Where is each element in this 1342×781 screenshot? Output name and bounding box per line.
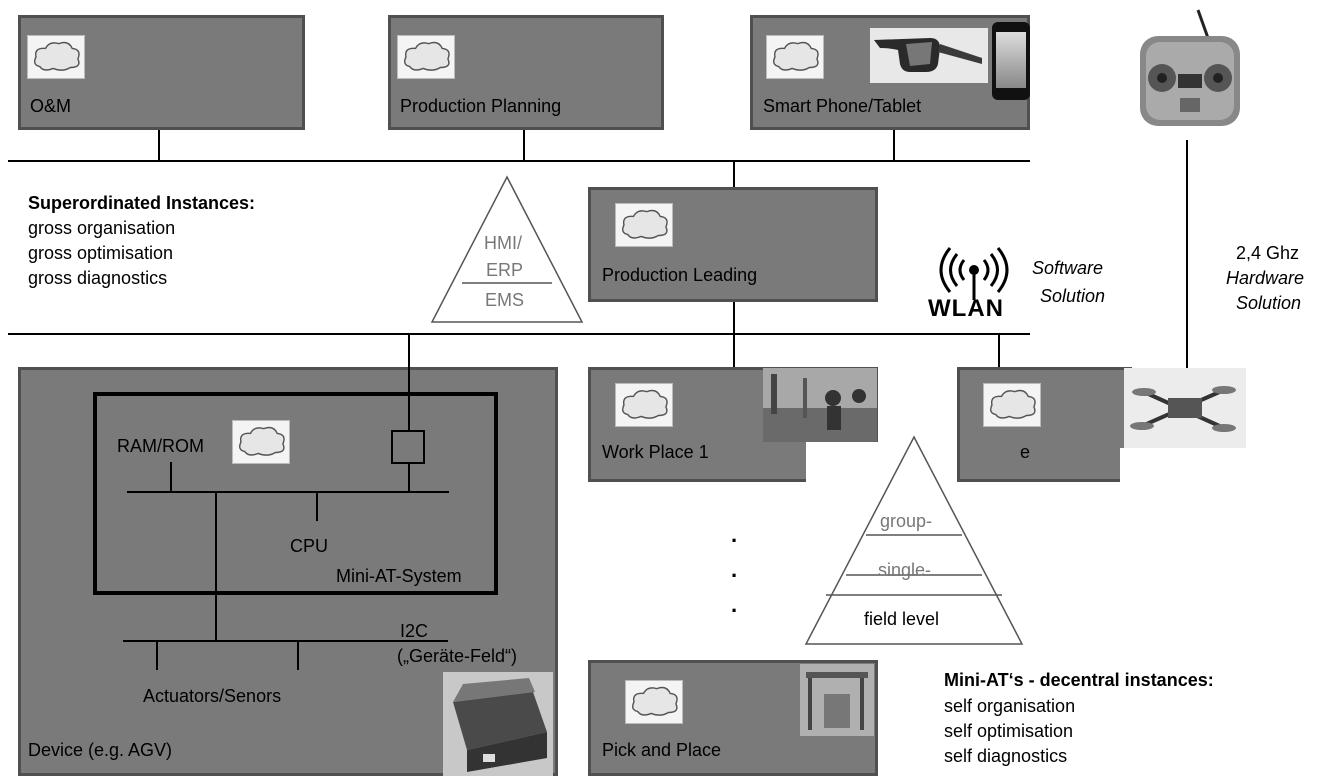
partial-box-label: e [1020, 442, 1031, 462]
superordinated-line-1: gross organisation [28, 218, 176, 238]
internal-bus [127, 491, 449, 493]
drone-image [1124, 368, 1246, 448]
workplace-connector [733, 335, 735, 367]
cpu-connector [316, 493, 318, 521]
software-label: Software [1032, 258, 1104, 278]
hardware-label: Hardware [1226, 268, 1305, 288]
radio-controller-image [1130, 8, 1250, 136]
cloud-icon [766, 35, 824, 79]
wlan-icon [939, 247, 1009, 300]
smartphone-connector [893, 130, 895, 160]
white-overlay-2 [1120, 448, 1250, 488]
drone-box-connector [998, 335, 1000, 367]
om-label: O&M [30, 96, 72, 116]
middle-bus-line [8, 333, 1030, 335]
actuator-connector-2 [297, 642, 299, 670]
cloud-icon [615, 383, 673, 427]
cloud-icon [232, 420, 290, 464]
actuator-connector-1 [156, 642, 158, 670]
ellipsis-dot-3: . [731, 592, 738, 617]
production-planning-label: Production Planning [400, 96, 562, 116]
network-interface-square [391, 430, 425, 464]
workplace-image [763, 368, 877, 442]
pyramid-erp: ERP [486, 260, 524, 280]
ram-rom-label: RAM/ROM [117, 436, 204, 456]
i2c-label: I2C [400, 621, 429, 641]
mini-at-line-2: self optimisation [944, 721, 1074, 741]
cpu-label: CPU [290, 536, 329, 556]
geraete-feld-label: („Geräte-Feld“) [397, 646, 518, 666]
smartphone-label: Smart Phone/Tablet [763, 96, 922, 116]
om-connector [158, 130, 160, 160]
top-bus-line [8, 160, 1030, 162]
actuators-label: Actuators/Senors [143, 686, 282, 706]
pyramid-ems: EMS [485, 290, 525, 310]
mini-at-heading: Mini-AT‘s - decentral instances: [944, 670, 1214, 690]
superordinated-line-3: gross diagnostics [28, 268, 168, 288]
agv-image [443, 672, 553, 776]
wlan-logo-text: WLAN [928, 295, 1004, 322]
pyramid-single-level: single- [878, 560, 932, 580]
smartphone-image [992, 22, 1030, 100]
radio-connector [1186, 140, 1188, 368]
superordinated-line-2: gross optimisation [28, 243, 174, 263]
workplace1-label: Work Place 1 [602, 442, 709, 462]
bus-to-i2c [215, 493, 217, 641]
ram-connector [170, 462, 172, 491]
device-connector [408, 335, 410, 430]
ellipsis-dot-1: . [731, 522, 738, 547]
mini-at-system-label: Mini-AT-System [336, 566, 462, 586]
cloud-icon [983, 383, 1041, 427]
production-leading-label: Production Leading [602, 265, 758, 285]
radio-frequency-label: 2,4 Ghz [1236, 243, 1300, 263]
planning-connector [523, 130, 525, 160]
software-solution-label: Solution [1040, 286, 1106, 306]
cloud-icon [615, 203, 673, 247]
superordinated-heading: Superordinated Instances: [28, 193, 256, 213]
white-overlay-1 [806, 442, 880, 486]
bottom-pyramid [804, 435, 1024, 645]
pyramid-group-level: group- [880, 511, 933, 531]
device-label: Device (e.g. AGV) [28, 740, 173, 760]
cloud-icon [625, 680, 683, 724]
mini-at-line-3: self diagnostics [944, 746, 1068, 766]
pyramid-field-level: field level [864, 609, 940, 629]
leading-top-connector [733, 162, 735, 187]
smart-glasses-image [870, 28, 988, 83]
top-pyramid [430, 175, 584, 323]
hardware-solution-label: Solution [1236, 293, 1302, 313]
cloud-icon [27, 35, 85, 79]
pick-place-label: Pick and Place [602, 740, 722, 760]
pyramid-hmi: HMI/ [484, 233, 522, 253]
mini-at-line-1: self organisation [944, 696, 1076, 716]
ellipsis-dot-2: . [731, 557, 738, 582]
i2c-bus [123, 640, 448, 642]
pick-place-image [800, 664, 874, 736]
cloud-icon [397, 35, 455, 79]
leading-bottom-connector [733, 302, 735, 333]
square-connector [408, 464, 410, 492]
mini-at-system-frame [93, 392, 498, 595]
